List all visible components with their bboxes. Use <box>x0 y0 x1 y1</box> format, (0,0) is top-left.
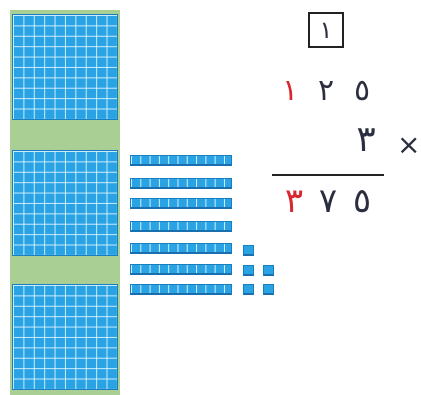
ten-rod-7 <box>130 284 232 295</box>
multiplicand-tens-digit: ٢ <box>311 76 341 106</box>
hundred-flat-3 <box>12 284 118 390</box>
multiplicand-hundreds-digit: ١ <box>275 76 305 106</box>
unit-cube-5 <box>263 284 274 295</box>
product-hundreds-digit: ٣ <box>279 184 309 218</box>
unit-cube-2 <box>243 265 254 276</box>
multiplication-sign: × <box>397 128 420 161</box>
hundred-flat-2 <box>12 150 118 256</box>
ten-rod-6 <box>130 264 232 275</box>
carry-digit: ١ <box>311 18 341 42</box>
ten-rod-4 <box>130 221 232 232</box>
unit-cube-4 <box>243 284 254 295</box>
result-line <box>272 174 384 176</box>
ten-rod-2 <box>130 178 232 189</box>
product-tens-digit: ٧ <box>313 184 343 218</box>
unit-cube-1 <box>243 245 254 256</box>
ten-rod-5 <box>130 243 232 254</box>
ten-rod-3 <box>130 198 232 209</box>
base-ten-blocks <box>0 0 300 395</box>
hundred-flat-1 <box>12 14 118 120</box>
multiplicand-ones-digit: ٥ <box>347 76 377 106</box>
product-ones-digit: ٥ <box>347 184 377 218</box>
unit-cube-3 <box>263 265 274 276</box>
ten-rod-1 <box>130 155 232 166</box>
multiplier-digit: ٣ <box>351 122 381 158</box>
